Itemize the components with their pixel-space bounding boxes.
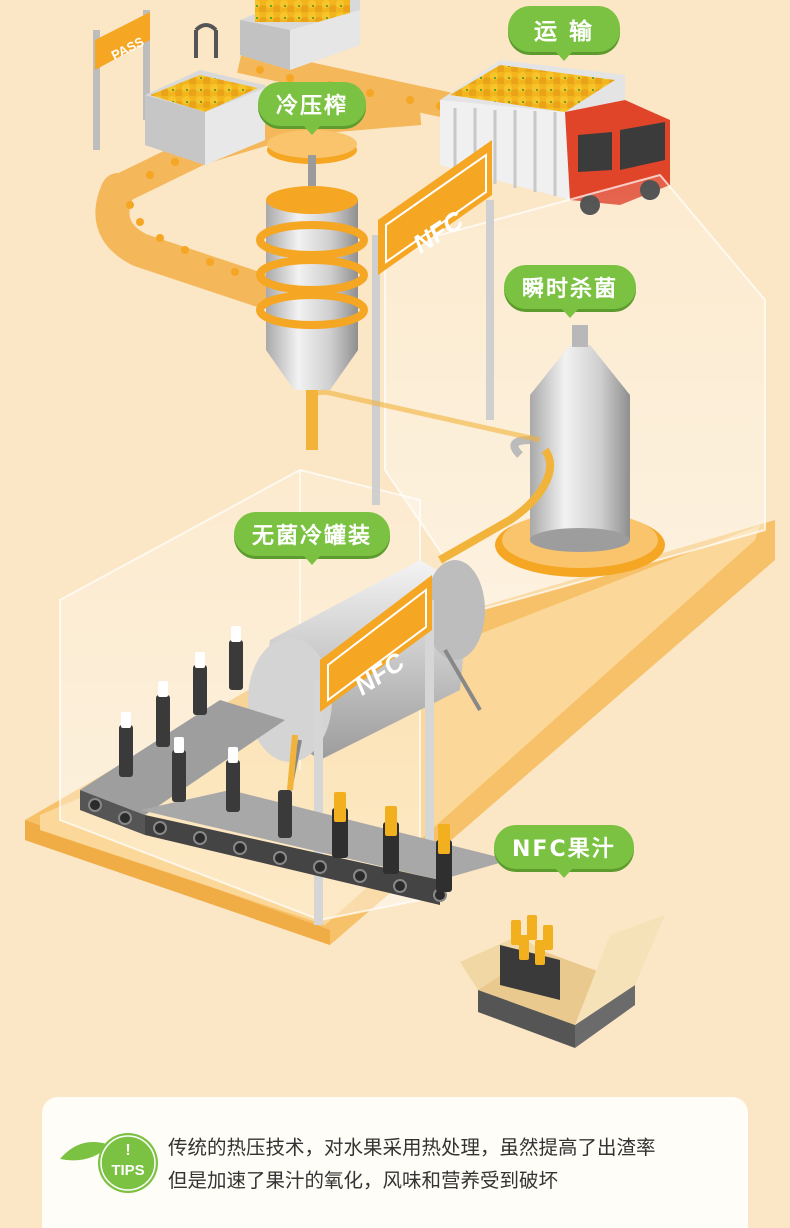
tips-label: TIPS xyxy=(111,1162,144,1179)
shipping-box xyxy=(460,915,665,1048)
tips-text: 传统的热压技术，对水果采用热处理，虽然提高了出渣率 但是加速了果汁的氧化，风味和… xyxy=(168,1131,728,1197)
tips-line-2: 但是加速了果汁的氧化，风味和营养受到破坏 xyxy=(168,1169,559,1192)
cold-press-machine xyxy=(256,130,368,450)
pass-gate: PASS xyxy=(93,10,150,150)
filled-juice-bottles xyxy=(332,792,452,892)
label-sterilize: 瞬时杀菌 xyxy=(504,265,637,318)
label-cold-press: 冷压榨 xyxy=(258,82,367,135)
fruit-bin-lower xyxy=(145,23,265,165)
juice-pipe xyxy=(309,389,554,564)
label-transport: 运 输 xyxy=(508,6,621,61)
tips-leaf-icon: ! TIPS xyxy=(60,1133,158,1193)
tips-mark: ! xyxy=(125,1142,130,1159)
tips-line-1: 传统的热压技术，对水果采用热处理，虽然提高了出渣率 xyxy=(168,1136,656,1159)
empty-bottles xyxy=(119,626,292,838)
label-nfc-juice: NFC果汁 xyxy=(494,825,634,878)
label-aseptic-fill: 无菌冷罐装 xyxy=(234,512,391,565)
fruit-bin-upper xyxy=(240,0,360,70)
tips-card: ! TIPS 传统的热压技术，对水果采用热处理，虽然提高了出渣率 但是加速了果汁… xyxy=(42,1097,748,1228)
